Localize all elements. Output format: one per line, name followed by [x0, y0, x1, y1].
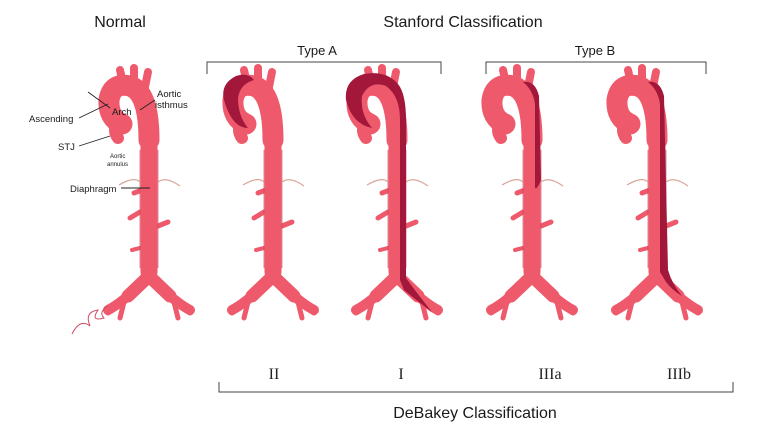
type-a-label: Type A	[297, 43, 337, 58]
arch-label: Arch	[112, 107, 132, 118]
ascending-label: Ascending	[29, 114, 73, 125]
debakey-label-iiia: IIIa	[538, 366, 561, 383]
aorta-debakey-i	[346, 68, 438, 318]
type-a-bracket	[206, 61, 442, 74]
debakey-classification-heading: DeBakey Classification	[393, 405, 557, 422]
stanford-classification-heading: Stanford Classification	[383, 14, 542, 31]
aorta-debakey-iiia	[491, 68, 573, 318]
aorta-debakey-ii	[223, 68, 314, 318]
normal-heading: Normal	[94, 14, 146, 31]
dissection-false-lumen	[223, 74, 254, 128]
dissection-false-lumen	[345, 73, 432, 312]
debakey-label-ii: II	[269, 366, 280, 383]
diaphragm-label: Diaphragm	[70, 184, 117, 195]
dissection-false-lumen	[648, 81, 682, 297]
aortic-isthmus-label-line2: isthmus	[155, 100, 188, 111]
aorta-debakey-iiib	[616, 68, 698, 318]
debakey-type-labels: II I IIIa IIIb	[269, 366, 691, 383]
dissection-false-lumen	[523, 81, 541, 189]
aortic-annulus-label-line1: Aortic	[110, 154, 125, 160]
debakey-label-i: I	[398, 366, 403, 383]
type-b-label: Type B	[575, 43, 615, 58]
anatomy-labels: Ascending Arch Aortic isthmus STJ Aortic…	[29, 89, 188, 195]
debakey-bracket	[218, 382, 734, 393]
aortic-isthmus-label-line1: Aortic	[157, 89, 182, 100]
debakey-label-iiib: IIIb	[667, 366, 691, 383]
stj-label: STJ	[58, 142, 75, 153]
type-b-bracket	[485, 61, 707, 74]
artist-signature	[71, 305, 109, 335]
aortic-annulus-label-line2: annulus	[107, 162, 128, 168]
